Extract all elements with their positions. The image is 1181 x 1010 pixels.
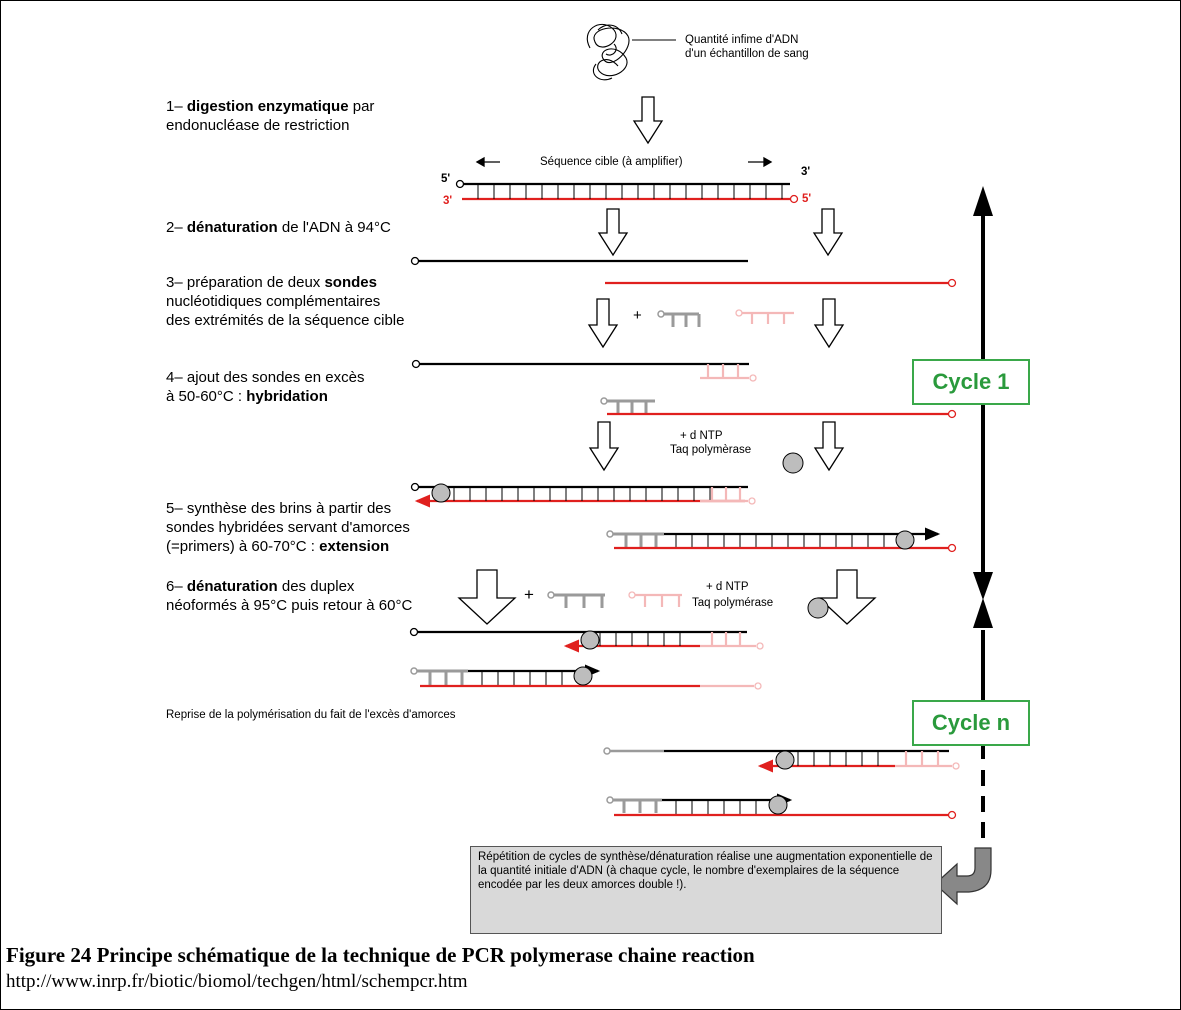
target-sequence-label: Séquence cible (à amplifier)	[540, 156, 683, 168]
step-2: 2– dénaturation de l'ADN à 94°C	[166, 218, 391, 237]
cyclen-duplex-top	[603, 747, 960, 773]
step-2-num: 2–	[166, 219, 183, 236]
step-3-pre: 3– préparation de deux	[166, 274, 325, 291]
dntp-label-1: + d NTP	[680, 430, 723, 442]
step-1-num: 1–	[166, 98, 183, 115]
step-5-bold: extension	[319, 538, 390, 555]
step-5: 5– synthèse des brins à partir des sonde…	[166, 499, 410, 556]
three-prime-top: 3'	[801, 166, 811, 178]
source-note-line2: d'un échantillon de sang	[685, 48, 809, 60]
step-3: 3– préparation de deux sondes nucléotidi…	[166, 273, 404, 330]
three-prime-red: 3'	[443, 195, 453, 207]
taq-polymerase-icon	[782, 452, 804, 474]
figure-caption: Figure 24 Principe schématique de la tec…	[6, 943, 755, 967]
dna-duplex-original	[455, 179, 799, 204]
step-6-bold: dénaturation	[186, 578, 278, 595]
step-1: 1– digestion enzymatique par endonucléas…	[166, 97, 374, 135]
step-2-rest: de l'ADN à 94°C	[277, 219, 391, 236]
taq-label-2: Taq polymérase	[692, 597, 774, 609]
step-6-num: 6–	[166, 578, 183, 595]
cycle-1-label: Cycle 1	[912, 359, 1030, 405]
primer-pink-2	[628, 591, 682, 607]
five-prime-top: 5'	[441, 173, 451, 185]
cycle2-duplex-bottom	[410, 664, 762, 690]
extension-bottom	[606, 527, 957, 553]
step-4-line1: 4– ajout des sondes en excès	[166, 369, 365, 386]
plus-sign-2: +	[524, 585, 534, 604]
hybridized-bottom	[600, 397, 957, 419]
step-3-line2: nucléotidiques complémentaires	[166, 293, 381, 310]
separated-strands	[410, 256, 957, 288]
step-6-rest: des duplex	[277, 578, 355, 595]
down-arrow-icon	[457, 96, 877, 625]
step-1-rest: par	[348, 98, 375, 115]
target-span-arrows	[475, 156, 773, 168]
step-1-line2: endonucléase de restriction	[166, 117, 350, 134]
step-3-bold: sondes	[324, 274, 377, 291]
extension-top	[410, 482, 756, 508]
step-1-bold: digestion enzymatique	[186, 98, 349, 115]
figure-source-url: http://www.inrp.fr/biotic/biomol/techgen…	[6, 971, 468, 992]
hybridized-top	[411, 359, 757, 382]
source-note: Quantité infime d'ADN d'un échantillon d…	[685, 33, 875, 61]
curved-return-arrow-icon	[934, 847, 992, 906]
cycle2-duplex-top	[409, 627, 764, 653]
cycle-n-label: Cycle n	[912, 700, 1030, 746]
step-5-line1: 5– synthèse des brins à partir des	[166, 500, 392, 517]
step-6-line2: néoformés à 95°C puis retour à 60°C	[166, 597, 413, 614]
primer-pink	[735, 309, 794, 324]
dntp-label-2: + d NTP	[706, 581, 749, 593]
dna-tangle-icon	[586, 23, 676, 81]
note-box	[470, 846, 942, 934]
cycle-arrow	[973, 186, 993, 845]
step-5-pre3: (=primers) à 60-70°C :	[166, 538, 320, 555]
step-4: 4– ajout des sondes en excès à 50-60°C :…	[166, 368, 364, 406]
note-text: Répétition de cycles de synthèse/dénatur…	[478, 851, 933, 891]
primer-grey-2	[547, 591, 605, 608]
plus-sign: +	[633, 307, 642, 324]
step-4-bold: hybridation	[246, 388, 328, 405]
step-6: 6– dénaturation des duplex néoformés à 9…	[166, 577, 412, 615]
source-note-line1: Quantité infime d'ADN	[685, 34, 799, 46]
step-2-bold: dénaturation	[186, 219, 278, 236]
taq-polymerase-icon-2	[807, 597, 829, 619]
step-3-line3: des extrémités de la séquence cible	[166, 312, 405, 329]
cyclen-duplex-bottom	[606, 793, 957, 820]
resumption-label: Reprise de la polymérisation du fait de …	[166, 709, 456, 721]
primer-grey	[657, 310, 701, 327]
five-prime-red: 5'	[802, 193, 812, 205]
step-4-pre2: à 50-60°C :	[166, 388, 247, 405]
taq-label-1: Taq polymèrase	[670, 444, 752, 456]
step-5-line2: sondes hybridées servant d'amorces	[166, 519, 410, 536]
